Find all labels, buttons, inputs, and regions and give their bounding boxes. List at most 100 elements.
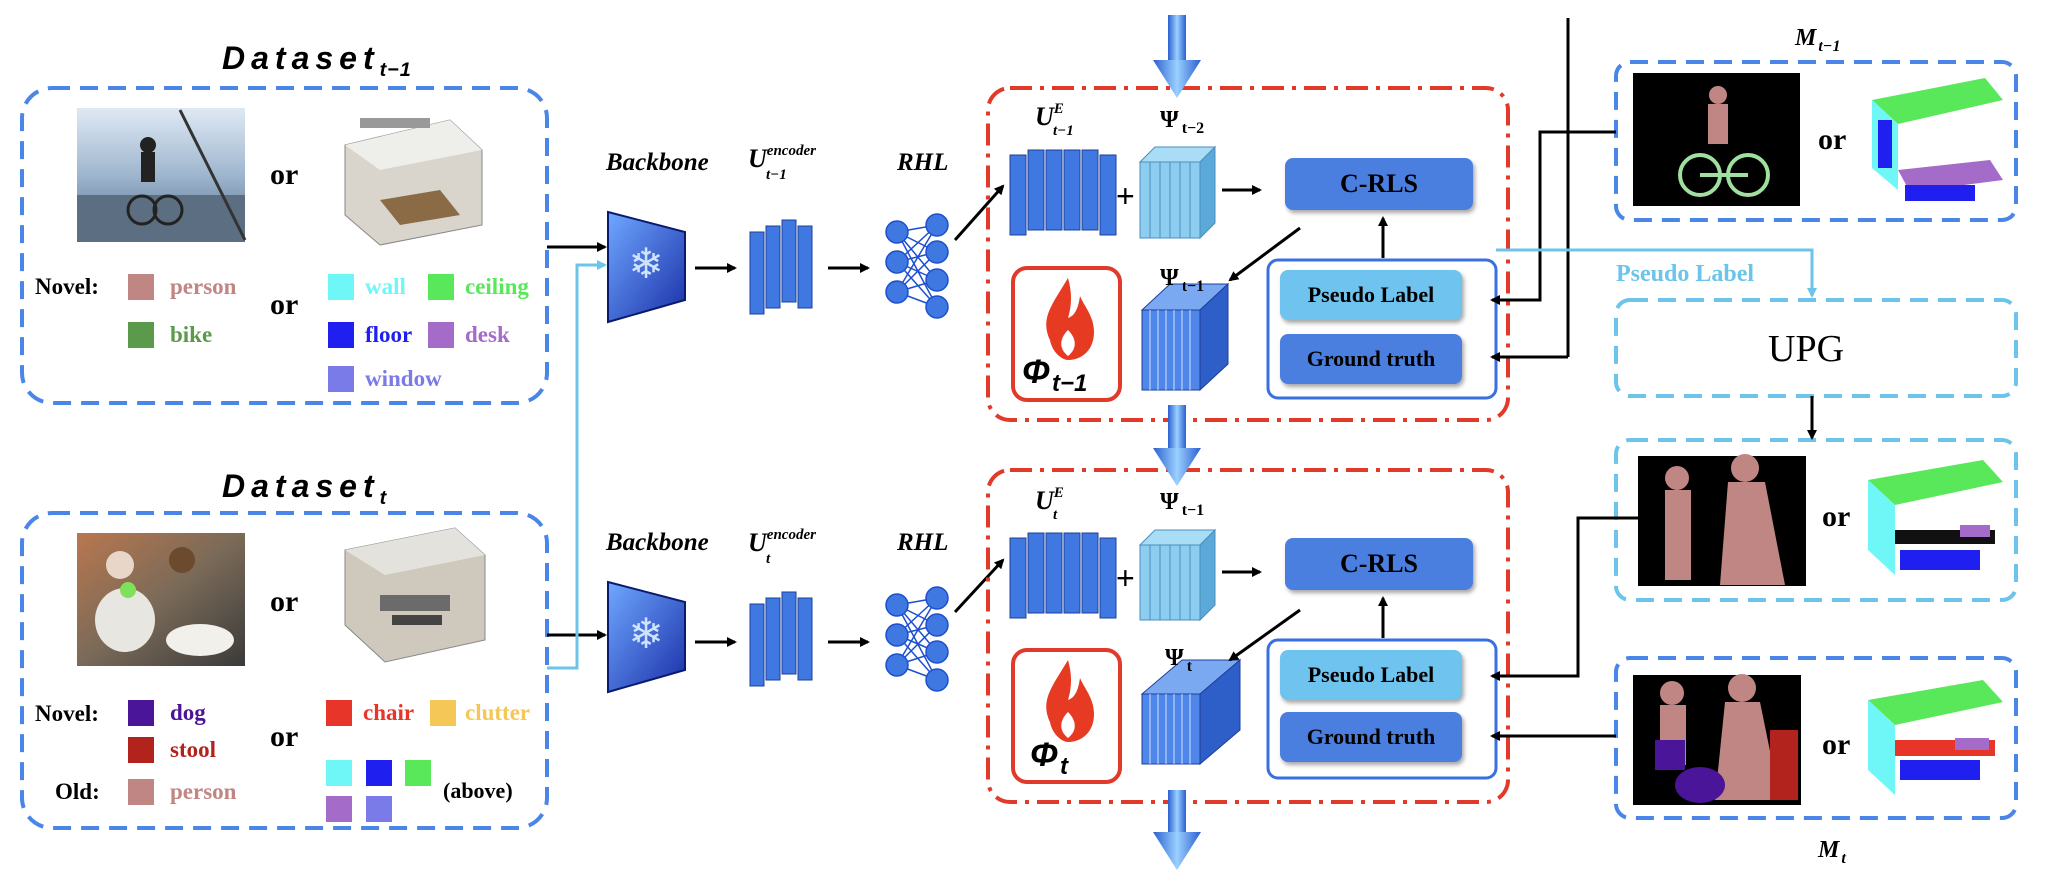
- arrow-crls-to-psi-cur: [1228, 608, 1301, 662]
- phi-sub: t−1: [1051, 370, 1088, 397]
- backbone-cur: [607, 580, 686, 694]
- pseudo-label-caption: Pseudo Label: [1616, 261, 1755, 287]
- ue-sub: t−1: [1053, 123, 1074, 139]
- class-label-chair: chair: [363, 700, 415, 725]
- class-swatch: [328, 366, 354, 392]
- dataset-cur-box: [20, 511, 549, 830]
- ground-truth-button-prev[interactable]: Ground truth: [1280, 334, 1462, 384]
- ue-sub: t: [1053, 507, 1058, 523]
- m-prev-box: [1614, 60, 2018, 222]
- backbone-prev: [607, 210, 686, 324]
- or-label: or: [270, 288, 299, 321]
- crls-button-cur[interactable]: C-RLS: [1285, 538, 1473, 590]
- ue-base: U: [1035, 486, 1054, 515]
- encoder-sub: t: [766, 551, 771, 567]
- dataset-prev-title-text: Dataset: [222, 40, 380, 76]
- mask-people-dark: [1638, 454, 1806, 586]
- mask-room-cur-gt: [1868, 680, 2003, 795]
- dataset-prev-title-sub: t−1: [379, 58, 412, 81]
- encoder-sub: t−1: [766, 167, 787, 183]
- dataset-prev-title: Datasett−1: [222, 42, 412, 81]
- or-label: or: [1818, 123, 1847, 156]
- m-sub: t: [1841, 850, 1846, 867]
- upg-label: UPG: [1768, 328, 1845, 370]
- plus-sign-prev: +: [1116, 178, 1135, 214]
- down-arrow-top: [1153, 15, 1201, 98]
- m-base: M: [1818, 837, 1840, 863]
- rhl-network-prev: [885, 213, 949, 319]
- backbone-label-cur: Backbone: [606, 529, 709, 556]
- pseudo-label-button-cur[interactable]: Pseudo Label: [1280, 650, 1462, 700]
- class-swatch: [428, 322, 454, 348]
- m-sub: t−1: [1818, 38, 1841, 55]
- flame-icon: [1046, 278, 1094, 360]
- class-label-person: person: [170, 274, 237, 299]
- class-swatch: [128, 779, 154, 805]
- cyclist-photo: [77, 108, 247, 242]
- encoder-prev-stack: [749, 219, 813, 315]
- phi-base: Φ: [1030, 736, 1058, 774]
- psi-top-stack-prev: [1138, 145, 1217, 240]
- ue-stack-prev: [1009, 149, 1117, 236]
- arrow-crls-to-psi-prev: [1228, 226, 1301, 282]
- ue-sup: E: [1053, 485, 1064, 501]
- dataset-cur-title-sub: t: [379, 486, 388, 509]
- class-label-stool: stool: [170, 737, 216, 762]
- novel-label-cur: Novel:: [35, 701, 99, 726]
- module-cur-box: [986, 468, 1510, 804]
- phi-sub: t: [1059, 753, 1068, 780]
- crls-button-prev[interactable]: C-RLS: [1285, 158, 1473, 210]
- novel-label-prev: Novel:: [35, 274, 99, 299]
- or-label: or: [270, 720, 299, 753]
- mask-people-full: [1633, 674, 1801, 805]
- psi-bottom-stack-cur: [1140, 658, 1242, 766]
- class-swatch: [430, 700, 456, 726]
- old-class-swatch: [366, 796, 392, 822]
- flame-icon: [1046, 660, 1094, 742]
- ground-truth-button-cur[interactable]: Ground truth: [1280, 712, 1462, 762]
- m-base: M: [1795, 25, 1817, 51]
- snowflake-icon: ❄: [628, 239, 663, 288]
- above-label: (above): [443, 778, 513, 803]
- or-label: or: [270, 158, 299, 191]
- pseudo-label-button-prev[interactable]: Pseudo Label: [1280, 270, 1462, 320]
- psi-sub: t: [1186, 658, 1193, 675]
- class-swatch: [128, 322, 154, 348]
- upg-box: [1614, 298, 2018, 398]
- class-swatch: [128, 700, 154, 726]
- rhl-label-cur: RHL: [897, 529, 949, 556]
- or-label: or: [270, 585, 299, 618]
- class-swatch: [328, 322, 354, 348]
- psi-base: Ψ: [1160, 489, 1179, 515]
- class-label-bike: bike: [170, 322, 213, 347]
- phi-base: Φ: [1022, 353, 1050, 391]
- encoder-base: U: [748, 528, 767, 557]
- psi-sub: t−2: [1181, 120, 1205, 137]
- phi-label-prev: Φt−1: [1022, 353, 1087, 396]
- module-prev-box: [986, 86, 1510, 422]
- class-swatch: [428, 274, 454, 300]
- ue-base: U: [1035, 102, 1054, 131]
- class-label-person: person: [170, 779, 237, 804]
- class-swatch: [328, 274, 354, 300]
- backbone-label-prev: Backbone: [606, 149, 709, 176]
- encoder-base: U: [748, 144, 767, 173]
- arrow-rhl-to-module-prev: [953, 184, 1005, 241]
- room-3d-photo: [344, 118, 483, 246]
- or-label: or: [1822, 500, 1851, 533]
- rhl-label-prev: RHL: [897, 149, 949, 176]
- class-swatch: [326, 700, 352, 726]
- encoder-cur-stack: [749, 591, 813, 687]
- arrow-rhl-to-module-cur: [953, 558, 1005, 614]
- labels-group-box-cur: [1266, 638, 1498, 780]
- psi-base: Ψ: [1165, 645, 1184, 671]
- plus-sign-cur: +: [1116, 560, 1135, 596]
